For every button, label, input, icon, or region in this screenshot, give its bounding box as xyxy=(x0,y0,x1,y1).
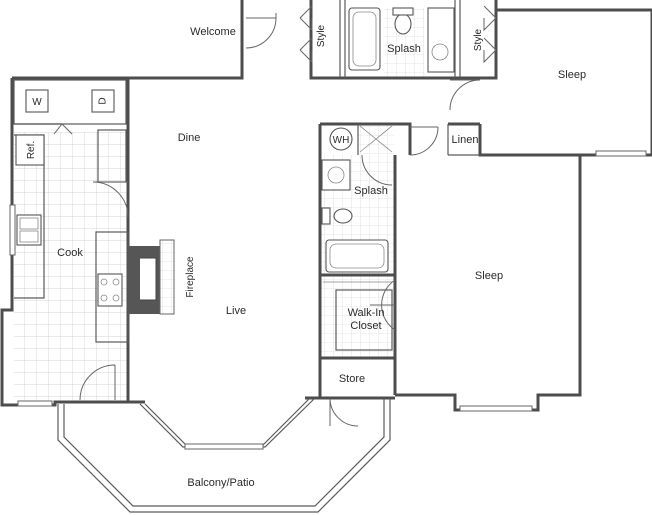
fireplace xyxy=(128,239,175,315)
room-label-sleep-top: Sleep xyxy=(558,69,586,81)
fridge xyxy=(15,134,45,166)
range xyxy=(97,273,123,307)
room-label-cook: Cook xyxy=(57,247,83,259)
mid-vanity xyxy=(321,159,351,191)
top-bathtub xyxy=(348,7,381,71)
patio-window xyxy=(184,443,264,450)
room-label-live: Live xyxy=(226,305,246,317)
kitchen-window-left xyxy=(9,204,16,256)
washer xyxy=(25,89,49,113)
room-label-balcony: Balcony/Patio xyxy=(187,477,254,489)
washer-label: W xyxy=(32,97,42,108)
top-toilet xyxy=(394,13,412,35)
dryer xyxy=(91,89,115,113)
kitchen-sink xyxy=(16,214,42,246)
mid-toilet xyxy=(333,208,353,224)
label-water-heater: WH xyxy=(333,135,350,146)
room-label-splash-top: Splash xyxy=(387,43,421,55)
room-label-linen: Linen xyxy=(452,134,479,146)
room-label-walkin-line1: Walk-In xyxy=(348,307,385,319)
room-label-sleep-main: Sleep xyxy=(475,270,503,282)
top-vanity xyxy=(427,7,455,73)
water-heater xyxy=(329,127,353,151)
dryer-label: D xyxy=(98,97,109,104)
fridge-label: Ref. xyxy=(26,141,37,159)
room-label-welcome: Welcome xyxy=(190,26,236,38)
label-fireplace: Fireplace xyxy=(185,256,196,298)
room-label-store: Store xyxy=(339,373,365,385)
door-swings xyxy=(53,5,497,427)
sleep-window-bottom xyxy=(459,405,533,412)
room-label-style-left: Style xyxy=(316,24,327,47)
sleep-top-window xyxy=(595,150,647,157)
dine-window-bottom xyxy=(17,400,53,407)
mid-bathtub xyxy=(325,239,389,273)
balcony-outline xyxy=(57,397,391,513)
room-label-walkin-line2: Closet xyxy=(350,320,381,332)
kitchen-tile-floor xyxy=(14,132,128,402)
room-label-style-right: Style xyxy=(473,28,484,51)
room-label-splash-mid: Splash xyxy=(354,185,388,197)
room-label-dine: Dine xyxy=(178,132,201,144)
